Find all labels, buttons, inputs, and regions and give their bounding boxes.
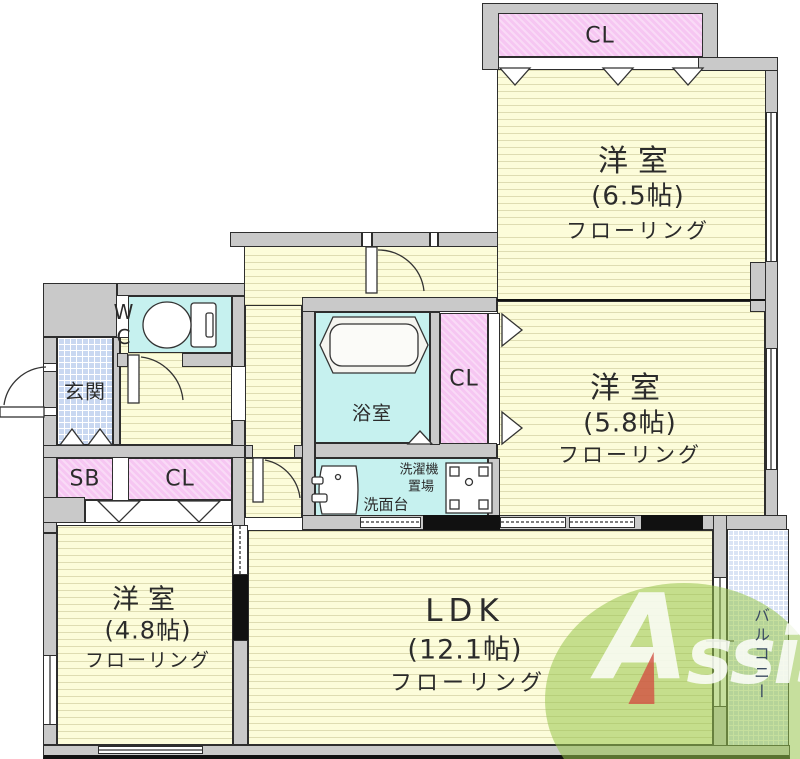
bedroom2-name: 洋室: [590, 371, 670, 406]
laundry-label-1: 洗濯機: [399, 462, 439, 478]
shoebox-box: [57, 458, 113, 500]
toilet-room-floor: [128, 296, 232, 353]
sliding-door: [233, 525, 248, 575]
bedroom2-floor: フローリング: [558, 443, 702, 467]
bedroom1-floor: フローリング: [566, 219, 710, 243]
entrance-floor: [57, 337, 113, 445]
balcony-label: バルコニー: [751, 607, 770, 702]
door-jamb: [362, 232, 372, 247]
wc-label-w: W: [113, 300, 135, 324]
window: [766, 348, 777, 470]
room-bedroom3-floor: [57, 525, 233, 745]
corridor-floor: [245, 305, 302, 458]
closet-mid: [440, 313, 488, 445]
bedroom1-size: (6.5帖): [591, 181, 685, 212]
room-divider-line: [497, 299, 765, 301]
closet-bottom: [128, 458, 232, 500]
sliding-door: [360, 517, 421, 528]
bedroom3-floor: フローリング: [84, 649, 212, 672]
closet-mid-label: CL: [449, 366, 479, 392]
sliding-door: [500, 517, 566, 528]
door-arc-entrance: [0, 366, 47, 418]
corridor-south-floor: [245, 458, 302, 518]
assist-logo-letters-rest: ssist: [686, 612, 800, 702]
bedroom3-name: 洋室: [112, 584, 184, 616]
ldk-size: (12.1帖): [407, 634, 523, 666]
bedroom1-name: 洋室: [598, 144, 678, 179]
door-jamb: [43, 407, 57, 416]
door-jamb: [430, 232, 438, 247]
shoebox-label: SB: [69, 466, 101, 492]
bedroom2-size: (5.8帖): [583, 408, 677, 439]
window: [98, 746, 203, 754]
sliding-door: [569, 517, 635, 528]
ldk-floor: フローリング: [389, 671, 547, 696]
door-jamb: [43, 363, 57, 372]
wc-label-c: C: [116, 325, 132, 349]
room-bedroom1-floor: [497, 69, 767, 301]
bedroom3-size: (4.8帖): [104, 616, 192, 645]
closet-mid-doors: [488, 313, 500, 445]
entrance-label: 玄関: [64, 379, 106, 404]
closet-bottom-label: CL: [165, 466, 195, 492]
closet-bottom-doors: [85, 500, 232, 523]
laundry-label-2: 置場: [407, 479, 435, 495]
closet-top2: [498, 13, 703, 57]
bathroom-label: 浴室: [351, 402, 393, 425]
closet-top-label: CL: [585, 23, 615, 49]
window: [766, 112, 777, 262]
closet-top-doors2: [498, 57, 703, 70]
window: [43, 655, 57, 725]
vanity-label: 洗面台: [363, 495, 409, 514]
ldk-name: LDK: [425, 593, 505, 629]
